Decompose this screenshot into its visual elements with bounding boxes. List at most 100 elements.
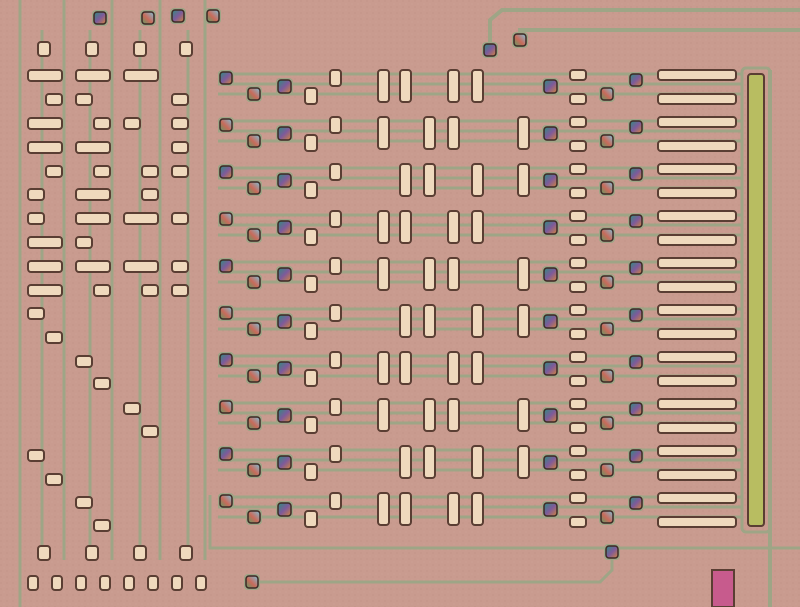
row-9-via-c (277, 502, 292, 517)
row-7-via-a (219, 400, 233, 414)
row-2-bar-b (657, 187, 737, 199)
row-7-tall-0 (377, 398, 390, 432)
row-4-tall-3 (447, 257, 460, 291)
row-4-tall-2 (423, 257, 436, 291)
row-1-via-e (600, 134, 614, 148)
row-0-via-e (600, 87, 614, 101)
left-pad-47 (93, 519, 111, 532)
bottom-via-0 (605, 545, 619, 559)
row-2-pad-c (569, 163, 587, 175)
row-3-pad-c (569, 210, 587, 222)
row-8-via-d (543, 455, 558, 470)
row-6-via-a (219, 353, 233, 367)
left-pad-12 (123, 117, 141, 130)
row-3-tall-3 (447, 210, 460, 244)
row-5-via-a (219, 306, 233, 320)
left-pad-2 (133, 41, 147, 57)
row-6-pad-d (569, 375, 587, 387)
row-2-via-e (600, 181, 614, 195)
row-1-via-f (629, 120, 643, 134)
left-pad-29 (75, 236, 93, 249)
row-3-tall-1 (399, 210, 412, 244)
left-pad-42 (123, 402, 141, 415)
row-2-pad-d (569, 187, 587, 199)
row-8-bar-a (657, 445, 737, 457)
row-5-pad-d (569, 328, 587, 340)
left-pad-49 (85, 545, 99, 561)
row-2-via-f (629, 167, 643, 181)
left-pad-23 (141, 188, 159, 201)
left-pad-27 (171, 212, 189, 225)
bus-via-0 (483, 43, 497, 57)
row-5-pad-b (329, 304, 342, 322)
bottom-via-1 (245, 575, 259, 589)
row-4-pad-a (304, 275, 318, 293)
left-pad-40 (75, 355, 93, 368)
row-7-pad-a (304, 416, 318, 434)
row-8-pad-b (329, 445, 342, 463)
row-9-via-d (543, 502, 558, 517)
row-1-pad-b (329, 116, 342, 134)
row-8-via-e (600, 463, 614, 477)
row-6-via-c (277, 361, 292, 376)
row-3-pad-d (569, 234, 587, 246)
bottom-pad-6 (171, 575, 183, 591)
row-6-tall-3 (447, 351, 460, 385)
row-3-via-a (219, 212, 233, 226)
row-7-pad-c (569, 398, 587, 410)
row-7-pad-b (329, 398, 342, 416)
left-pad-8 (75, 93, 93, 106)
row-8-via-a (219, 447, 233, 461)
left-pad-21 (27, 188, 45, 201)
top-via-0 (93, 11, 107, 25)
left-pad-7 (45, 93, 63, 106)
row-8-pad-a (304, 463, 318, 481)
row-8-via-b (247, 463, 261, 477)
left-pad-46 (75, 496, 93, 509)
row-5-via-d (543, 314, 558, 329)
row-0-pad-c (569, 69, 587, 81)
row-9-tall-1 (399, 492, 412, 526)
bus-via-1 (513, 33, 527, 47)
row-3-via-b (247, 228, 261, 242)
row-6-via-e (600, 369, 614, 383)
misc-vias (92, 8, 620, 590)
row-9-tall-4 (471, 492, 484, 526)
left-pad-44 (27, 449, 45, 462)
row-3-pad-a (304, 228, 318, 246)
row-parts (218, 69, 737, 528)
row-8-pad-d (569, 469, 587, 481)
left-pad-9 (171, 93, 189, 106)
row-7-via-f (629, 402, 643, 416)
left-pad-41 (93, 377, 111, 390)
row-5-tall-4 (471, 304, 484, 338)
row-5-pad-c (569, 304, 587, 316)
row-9-pad-a (304, 510, 318, 528)
row-9-tall-3 (447, 492, 460, 526)
left-pad-22 (75, 188, 111, 201)
row-1-pad-d (569, 140, 587, 152)
row-9-pad-b (329, 492, 342, 510)
bottom-pad-1 (51, 575, 63, 591)
bottom-pad-2 (75, 575, 87, 591)
top-via-1 (141, 11, 155, 25)
row-1-via-c (277, 126, 292, 141)
row-4-via-c (277, 267, 292, 282)
row-4-pad-b (329, 257, 342, 275)
row-8-tall-1 (399, 445, 412, 479)
row-4-bar-b (657, 281, 737, 293)
row-7-via-e (600, 416, 614, 430)
row-9-pad-c (569, 492, 587, 504)
row-7-via-d (543, 408, 558, 423)
row-6-bar-a (657, 351, 737, 363)
pink-bar (711, 569, 735, 607)
left-pad-16 (171, 141, 189, 154)
left-pad-0 (37, 41, 51, 57)
row-0-bar-b (657, 93, 737, 105)
left-pad-48 (37, 545, 51, 561)
left-pad-38 (27, 307, 45, 320)
row-9-via-f (629, 496, 643, 510)
row-9-bar-a (657, 492, 737, 504)
row-4-via-b (247, 275, 261, 289)
left-pad-50 (133, 545, 147, 561)
